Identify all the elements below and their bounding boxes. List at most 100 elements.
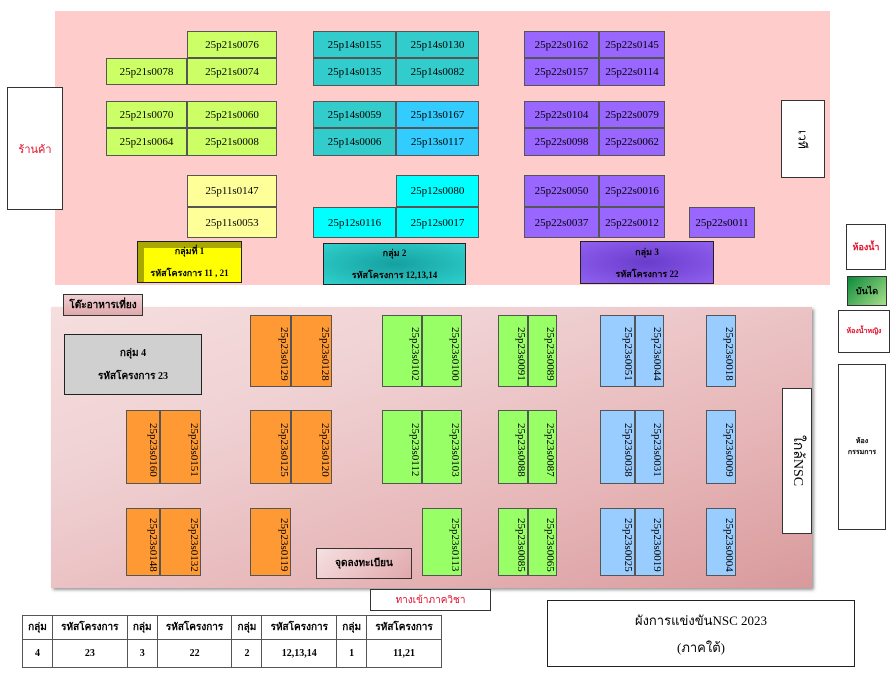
table-25p23s0031: 25p23s0031 — [635, 410, 664, 484]
table-25p22s0098: 25p22s0098 — [524, 128, 599, 156]
table-25p22s0079: 25p22s0079 — [599, 101, 665, 128]
table-25p21s0008: 25p21s0008 — [187, 128, 277, 156]
subtitle: (ภาคใต้) — [676, 639, 725, 655]
legend-cell: 12,13,14 — [261, 639, 338, 668]
legend-cell: 2 — [231, 639, 263, 668]
table-25p22s0062: 25p22s0062 — [599, 128, 665, 156]
toilet: ห้องน้ำ — [846, 224, 886, 270]
table-25p23s0112: 25p23s0112 — [382, 410, 422, 484]
registration-point: จุดลงทะเบียน — [316, 548, 412, 579]
table-25p23s0088: 25p23s0088 — [498, 410, 528, 484]
near-nsc: ใกล้NSC — [782, 388, 812, 534]
table-25p23s0160: 25p23s0160 — [126, 410, 160, 484]
legend-header: กลุ่ม — [231, 615, 263, 640]
table-25p11s0147: 25p11s0147 — [187, 175, 277, 207]
group-2-label: กลุ่ม 2 รหัสโครงการ 12,13,14 — [323, 243, 466, 285]
table-25p22s0157: 25p22s0157 — [524, 58, 599, 86]
legend-header: กลุ่ม — [22, 615, 53, 640]
group-name: กลุ่ม 3 — [635, 246, 659, 257]
group-legend-table: กลุ่มรหัสโครงการกลุ่มรหัสโครงการกลุ่มรหั… — [22, 615, 442, 668]
table-25p23s0102: 25p23s0102 — [382, 315, 422, 387]
table-25p21s0060: 25p21s0060 — [187, 101, 277, 128]
group-name: กลุ่ม 2 — [382, 248, 407, 258]
table-25p23s0129: 25p23s0129 — [250, 315, 291, 387]
table-25p14s0155: 25p14s0155 — [313, 31, 396, 58]
table-25p23s0038: 25p23s0038 — [600, 410, 635, 484]
women-toilet: ห้องน้ำหญิง — [838, 310, 890, 353]
legend-cell: 1 — [336, 639, 368, 668]
table-25p23s0025: 25p23s0025 — [600, 508, 635, 576]
table-25p23s0065: 25p23s0065 — [528, 508, 557, 576]
group-code: รหัสโครงการ 12,13,14 — [351, 270, 438, 280]
legend-cell: 3 — [126, 639, 158, 668]
title: ผังการแข่งขันNSC 2023 — [634, 612, 768, 628]
table-25p22s0104: 25p22s0104 — [524, 101, 599, 128]
group-1-label: กลุ่มที่ 1 รหัสโครงการ 11 , 21 — [137, 241, 242, 283]
table-25p23s0044: 25p23s0044 — [635, 315, 664, 387]
legend-header: รหัสโครงการ — [156, 615, 233, 640]
table-25p22s0011: 25p22s0011 — [689, 207, 755, 238]
table-25p23s0125: 25p23s0125 — [250, 410, 291, 484]
legend-cell: 22 — [156, 639, 233, 668]
table-25p14s0130: 25p14s0130 — [396, 31, 479, 58]
table-25p23s0004: 25p23s0004 — [706, 508, 736, 576]
table-25p13s0167: 25p13s0167 — [396, 101, 479, 128]
legend-cell: 11,21 — [366, 639, 442, 668]
table-25p22s0037: 25p22s0037 — [524, 207, 599, 238]
table-25p11s0053: 25p11s0053 — [187, 207, 277, 238]
table-25p23s0132: 25p23s0132 — [160, 508, 201, 576]
table-25p12s0116: 25p12s0116 — [313, 207, 396, 238]
table-25p13s0117: 25p13s0117 — [396, 128, 479, 156]
stairs: บันได — [847, 276, 887, 306]
table-25p22s0114: 25p22s0114 — [599, 58, 665, 86]
group-name: กลุ่มที่ 1 — [174, 246, 205, 256]
table-25p21s0064: 25p21s0064 — [106, 128, 187, 156]
table-25p23s0151: 25p23s0151 — [160, 410, 201, 484]
table-25p23s0085: 25p23s0085 — [498, 508, 528, 576]
title-box: ผังการแข่งขันNSC 2023 (ภาคใต้) — [547, 600, 855, 667]
legend-cell: 23 — [51, 639, 128, 668]
table-25p12s0017: 25p12s0017 — [396, 207, 479, 238]
table-25p22s0016: 25p22s0016 — [599, 175, 665, 207]
table-25p14s0135: 25p14s0135 — [313, 58, 396, 86]
table-25p14s0082: 25p14s0082 — [396, 58, 479, 86]
table-25p23s0019: 25p23s0019 — [635, 508, 664, 576]
stage: เวที — [781, 100, 825, 178]
legend-header: รหัสโครงการ — [366, 615, 442, 640]
legend-header: รหัสโครงการ — [261, 615, 338, 640]
legend-header: กลุ่ม — [336, 615, 368, 640]
table-25p23s0089: 25p23s0089 — [528, 315, 557, 387]
group-code: รหัสโครงการ 22 — [615, 268, 679, 279]
table-25p21s0070: 25p21s0070 — [106, 101, 187, 128]
lunch-table: โต๊ะอาหารเที่ยง — [63, 294, 143, 316]
table-25p22s0012: 25p22s0012 — [599, 207, 665, 238]
committee-room: ห้องกรรมการ — [838, 364, 886, 530]
table-25p21s0078: 25p21s0078 — [106, 58, 187, 85]
table-25p23s0100: 25p23s0100 — [422, 315, 462, 387]
table-25p23s0103: 25p23s0103 — [422, 410, 462, 484]
table-25p14s0006: 25p14s0006 — [313, 128, 396, 156]
legend-cell: 4 — [22, 639, 53, 668]
table-25p23s0120: 25p23s0120 — [291, 410, 332, 484]
table-25p22s0145: 25p22s0145 — [599, 31, 665, 58]
table-25p12s0080: 25p12s0080 — [396, 175, 479, 207]
table-25p23s0091: 25p23s0091 — [498, 315, 528, 387]
table-25p23s0018: 25p23s0018 — [706, 315, 736, 387]
group-code: รหัสโครงการ 11 , 21 — [150, 268, 229, 278]
table-25p21s0074: 25p21s0074 — [187, 58, 277, 85]
table-25p23s0051: 25p23s0051 — [600, 315, 635, 387]
table-25p23s0148: 25p23s0148 — [126, 508, 160, 576]
legend-header: รหัสโครงการ — [51, 615, 128, 640]
legend-header: กลุ่ม — [126, 615, 158, 640]
table-25p23s0119: 25p23s0119 — [250, 508, 291, 576]
shop: ร้านค้า — [7, 87, 63, 210]
group-name: กลุ่ม 4 — [119, 347, 147, 359]
table-25p23s0009: 25p23s0009 — [706, 410, 736, 484]
table-25p22s0162: 25p22s0162 — [524, 31, 599, 58]
table-25p23s0128: 25p23s0128 — [291, 315, 332, 387]
table-25p23s0113: 25p23s0113 — [422, 508, 462, 576]
group-code: รหัสโครงการ 23 — [98, 370, 168, 382]
table-25p21s0076: 25p21s0076 — [187, 31, 277, 58]
department-entrance: ทางเข้าภาควิชา — [370, 589, 491, 611]
table-25p23s0087: 25p23s0087 — [528, 410, 557, 484]
